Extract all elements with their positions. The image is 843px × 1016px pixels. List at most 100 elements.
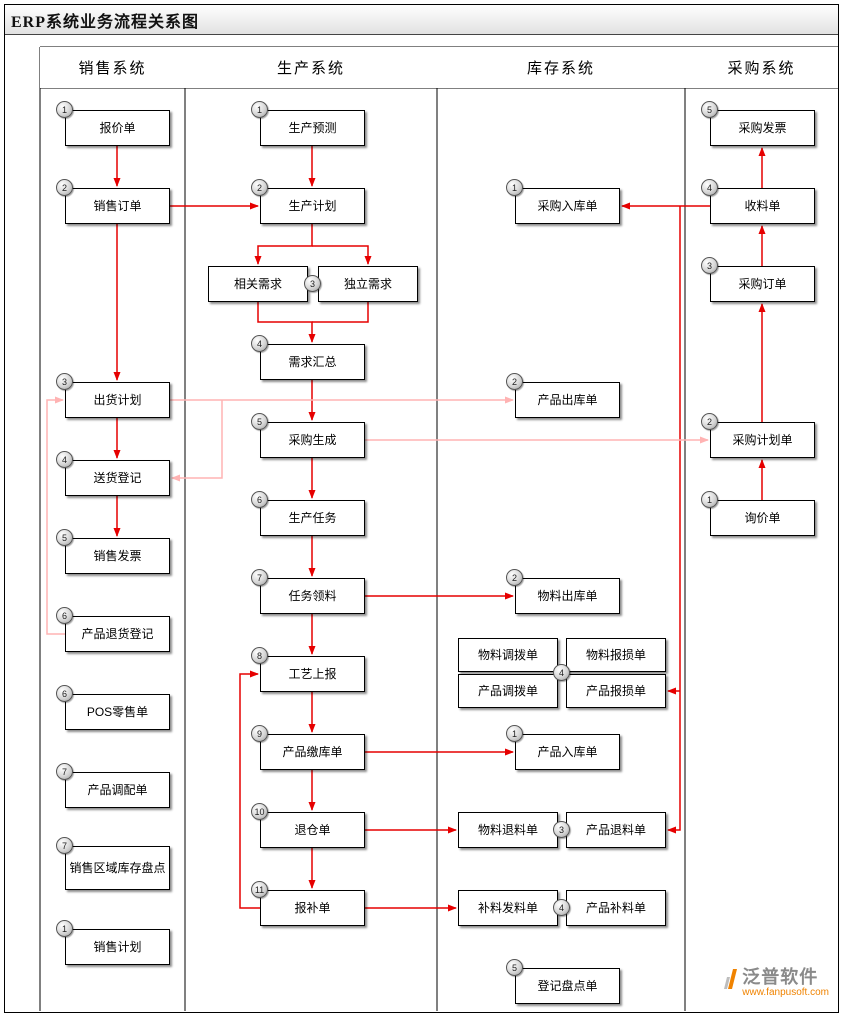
node-label: 销售订单 [93,198,142,213]
lane-header-production: 生产系统 [185,47,437,88]
node-label: 退仓单 [294,822,331,837]
node-label: 独立需求 [343,276,392,291]
watermark-brand: 泛普软件 [742,967,819,987]
node-material-loss: 物料报损单 [566,638,666,672]
fanpu-logo-icon [724,969,738,989]
node-label: 产品补料单 [585,900,646,915]
node-quotation: 报价单 [65,110,170,146]
step-badge-2: 2 [56,179,73,196]
step-badge-1: 1 [56,101,73,118]
step-badge-1: 1 [506,725,523,742]
node-independent-demand: 独立需求 [318,266,418,302]
node-purchase-in-order: 采购入库单 [515,188,620,224]
node-label: 报补单 [294,900,331,915]
node-label: 需求汇总 [288,354,337,369]
node-label: 补料发料单 [477,900,538,915]
node-sales-invoice: 销售发票 [65,538,170,574]
node-label: 采购订单 [738,276,787,291]
node-label: 送货登记 [93,470,142,485]
node-label: 销售计划 [93,939,142,954]
step-badge-3: 3 [304,275,321,292]
node-label: 产品入库单 [537,744,598,759]
node-product-return-order: 产品退料单 [566,812,666,848]
node-delivery-register: 送货登记 [65,460,170,496]
node-supplement-issue: 补料发料单 [458,890,558,926]
watermark-url-link[interactable]: www.fanpusoft.com [742,987,829,998]
node-product-out-order: 产品出库单 [515,382,620,418]
node-product-return-reg: 产品退货登记 [65,616,170,652]
node-label: 询价单 [744,510,781,525]
node-product-loss: 产品报损单 [566,674,666,708]
node-label: 产品出库单 [537,392,598,407]
node-stocktake-register: 登记盘点单 [515,968,620,1004]
diagram-frame [4,4,839,1013]
step-badge-10: 10 [251,803,268,820]
node-shipping-plan: 出货计划 [65,382,170,418]
node-label: 产品调拨单 [477,683,538,698]
node-sales-plan: 销售计划 [65,929,170,965]
node-label: 物料调拨单 [477,647,538,662]
node-product-allocation: 产品调配单 [65,772,170,808]
node-label: 物料出库单 [537,588,598,603]
lane-header-purchase: 采购系统 [685,47,838,88]
title-bar: ERP系统业务流程关系图 [5,5,838,35]
node-label: 生产计划 [288,198,337,213]
node-product-store-in: 产品缴库单 [260,734,365,770]
step-badge-6: 6 [56,607,73,624]
step-badge-11: 11 [251,881,268,898]
node-task-picking: 任务领料 [260,578,365,614]
step-badge-7: 7 [56,763,73,780]
step-badge-2: 2 [506,569,523,586]
step-badge-2: 2 [701,413,718,430]
step-badge-4: 4 [251,335,268,352]
node-region-stock-count: 销售区域库存盘点 [65,846,170,890]
node-label: 相关需求 [233,276,282,291]
node-label: 生产任务 [288,510,337,525]
node-inquiry-order: 询价单 [710,500,815,536]
node-label: 生产预测 [288,120,337,135]
node-production-forecast: 生产预测 [260,110,365,146]
node-material-out-order: 物料出库单 [515,578,620,614]
node-label: 采购发票 [738,120,787,135]
node-label: 产品退货登记 [81,626,154,641]
step-badge-1: 1 [56,920,73,937]
step-badge-1: 1 [251,101,268,118]
node-purchase-plan: 采购计划单 [710,422,815,458]
step-badge-2: 2 [506,373,523,390]
node-material-return-order: 物料退料单 [458,812,558,848]
node-label: 任务领料 [288,588,337,603]
node-production-task: 生产任务 [260,500,365,536]
node-product-in-order: 产品入库单 [515,734,620,770]
step-badge-9: 9 [251,725,268,742]
node-dependent-demand: 相关需求 [208,266,308,302]
step-badge-5: 5 [251,413,268,430]
node-product-transfer: 产品调拨单 [458,674,558,708]
node-label: 产品报损单 [585,683,646,698]
node-label: 工艺上报 [288,666,337,681]
node-label: 物料报损单 [585,647,646,662]
step-badge-6: 6 [251,491,268,508]
step-badge-7: 7 [56,837,73,854]
step-badge-1: 1 [506,179,523,196]
node-label: 销售区域库存盘点 [69,860,166,875]
node-label: 收料单 [744,198,781,213]
node-supplement-report: 报补单 [260,890,365,926]
node-label: 产品调配单 [87,782,148,797]
lane-header-inventory: 库存系统 [437,47,685,88]
step-badge-3: 3 [56,373,73,390]
node-label: POS零售单 [86,704,149,719]
step-badge-5: 5 [701,101,718,118]
node-warehouse-return: 退仓单 [260,812,365,848]
node-label: 登记盘点单 [537,978,598,993]
node-process-report: 工艺上报 [260,656,365,692]
node-label: 物料退料单 [477,822,538,837]
node-label: 采购生成 [288,432,337,447]
node-receipt-order: 收料单 [710,188,815,224]
page-title: ERP系统业务流程关系图 [11,13,200,31]
step-badge-1: 1 [701,491,718,508]
node-purchase-invoice: 采购发票 [710,110,815,146]
step-badge-4: 4 [553,899,570,916]
node-sales-order: 销售订单 [65,188,170,224]
step-badge-6: 6 [56,685,73,702]
node-purchase-order: 采购订单 [710,266,815,302]
